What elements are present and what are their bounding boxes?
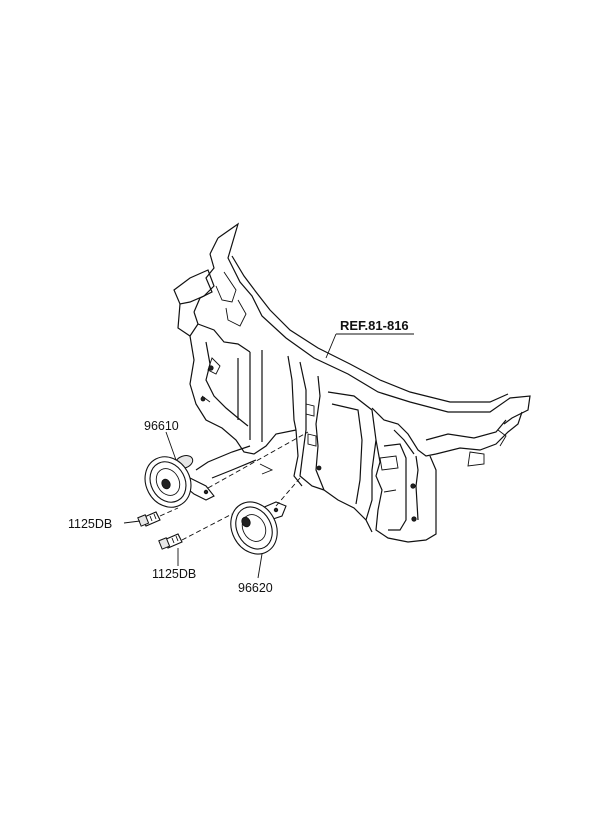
ref-label: REF.81-816 xyxy=(340,318,409,333)
bolt-upper-icon xyxy=(137,511,161,527)
horn-high-icon xyxy=(144,455,215,508)
bolt-label-upper: 1125DB xyxy=(68,517,112,531)
bolt-label-lower: 1125DB xyxy=(152,567,196,581)
leader-lines xyxy=(123,333,414,579)
horn-low-icon xyxy=(230,501,287,555)
part-number-96610: 96610 xyxy=(144,419,179,433)
front-carrier-frame xyxy=(173,222,531,543)
bolt-lower-icon xyxy=(158,533,183,550)
part-number-96620: 96620 xyxy=(238,581,273,595)
